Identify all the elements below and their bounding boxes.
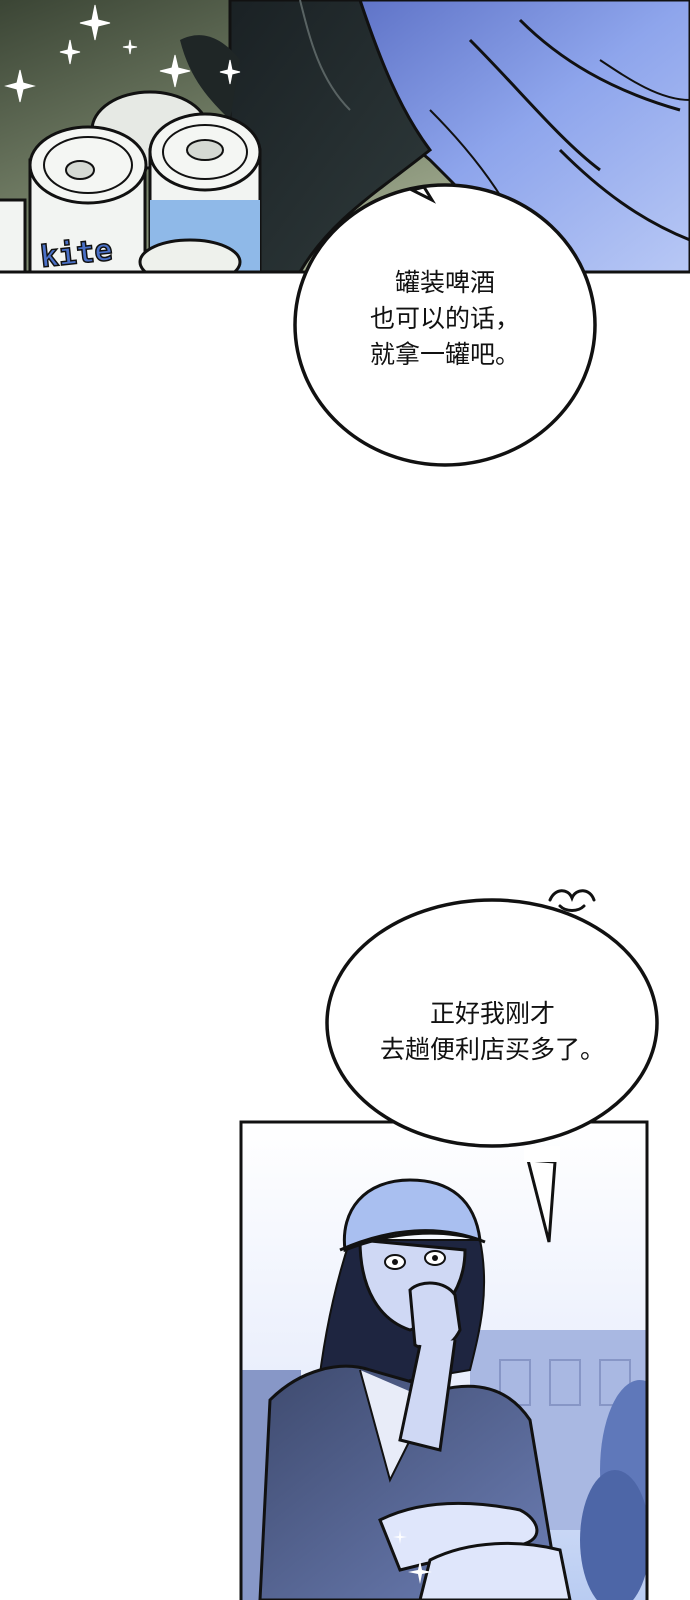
bubble-1-line-1: 罐装啤酒	[394, 268, 495, 297]
bubble-2-text: 正好我刚才 去趟便利店买多了。	[340, 996, 645, 1068]
bubble-2-line-1: 正好我刚才	[429, 999, 555, 1028]
bubble-1-text: 罐装啤酒 也可以的话， 就拿一罐吧。	[320, 265, 570, 373]
bubble-1-line-3: 就拿一罐吧。	[369, 340, 520, 369]
can-brand-text: kite	[39, 233, 115, 275]
bubble-1-line-2: 也可以的话，	[369, 304, 520, 333]
bubble-2-line-2: 去趟便利店买多了。	[379, 1035, 605, 1064]
squiggle-effect-icon	[548, 889, 596, 912]
